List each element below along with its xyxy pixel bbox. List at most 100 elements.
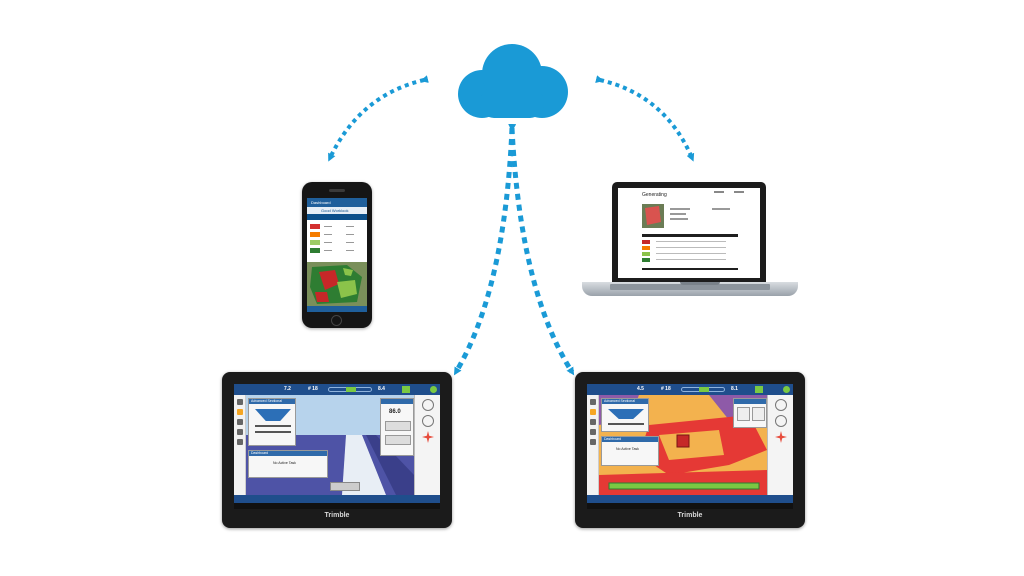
phone-title: Good Worklook [321, 208, 349, 213]
row-count-readout: # 18 [308, 386, 318, 392]
display-left-bottom-bar [234, 495, 440, 503]
zoom-icon[interactable] [775, 399, 787, 411]
rate-control-panel[interactable] [733, 398, 767, 428]
compass-icon[interactable] [422, 431, 434, 443]
dashboard-panel[interactable]: Dashboard No Active Task [601, 436, 659, 466]
phone-legend-row [310, 248, 364, 253]
display-right-screen: 4.5 # 18 8.1 Advanced Se [587, 384, 793, 509]
phone-field-map [307, 262, 367, 306]
dashboard-title: Dashboard [251, 451, 269, 455]
product-rate-tile[interactable] [752, 407, 765, 421]
laptop-table-swatch [642, 258, 650, 262]
display-left-status-bar: 7.2 # 18 8.4 [234, 384, 440, 395]
legend-swatch [310, 224, 320, 229]
panel-header [381, 399, 413, 404]
laptop-table-swatch [642, 246, 650, 250]
operator-icon [237, 419, 243, 425]
panel-header: Dashboard [602, 437, 658, 442]
laptop-text-line [670, 208, 690, 210]
boom-values [608, 423, 644, 425]
dashboard-panel[interactable]: Dashboard No Active Task [248, 450, 328, 478]
rate-readout: 8.1 [731, 386, 738, 392]
phone-table-header [307, 214, 367, 220]
row-count-readout: # 18 [661, 386, 671, 392]
phone-speaker [329, 189, 345, 192]
advanced-sectional-panel[interactable]: Advanced Sectional [601, 398, 649, 432]
rate-readout: 8.4 [378, 386, 385, 392]
phone-title-row: Good Worklook [307, 207, 367, 214]
legend-value [324, 234, 332, 235]
map-icon[interactable] [422, 415, 434, 427]
boom-values [255, 425, 291, 427]
legend-swatch [310, 248, 320, 253]
settings-icon [237, 429, 243, 435]
legend-value [346, 250, 354, 251]
phone-legend-row [310, 224, 364, 229]
legend-value [324, 242, 332, 243]
display-right-bottom-bar [587, 495, 793, 503]
boom-values [255, 431, 291, 433]
boom-diagram [255, 409, 291, 421]
smartphone: Dashboard Good Worklook [302, 182, 372, 328]
panel-header: Advanced Sectional [249, 399, 295, 404]
laptop-screen: Generating [618, 188, 760, 278]
compass-icon[interactable] [775, 431, 787, 443]
legend-value [346, 226, 354, 227]
laptop-trackpad-notch [680, 282, 720, 285]
section-active-indicator [699, 387, 709, 392]
arrow-cloud-right-display [509, 127, 575, 376]
phone-legend-row [310, 232, 364, 237]
panel-header: Dashboard [249, 451, 327, 456]
laptop-text-line [712, 208, 730, 210]
legend-value [324, 226, 332, 227]
view-icon [237, 439, 243, 445]
zoom-icon[interactable] [422, 399, 434, 411]
home-icon [590, 399, 596, 405]
product-rate-tile[interactable] [737, 407, 750, 421]
panel-title: Advanced Sectional [604, 399, 635, 403]
display-right-sidebar [587, 395, 599, 495]
laptop-report-heading: Generating [642, 192, 667, 198]
crop-icon [402, 386, 410, 393]
laptop-meta-line [734, 191, 744, 193]
rate-control-panel[interactable]: 86.0 [380, 398, 414, 456]
gps-status-icon [783, 386, 790, 393]
display-left-sidebar [234, 395, 246, 495]
laptop-table-rule [656, 247, 726, 248]
laptop-text-line [670, 218, 688, 220]
rate-adjust-button[interactable] [385, 435, 411, 445]
settings-icon [590, 429, 596, 435]
section-active-indicator [346, 387, 356, 392]
gps-status-icon [430, 386, 437, 393]
panel-title: Advanced Sectional [251, 399, 282, 403]
panel-header [734, 399, 766, 404]
legend-value [324, 250, 332, 251]
speed-readout: 4.5 [637, 386, 644, 392]
rate-adjust-button[interactable] [385, 421, 411, 431]
laptop-text-line [670, 213, 686, 215]
laptop-table-rule [656, 259, 726, 260]
operator-icon [590, 419, 596, 425]
arrow-cloud-phone [328, 75, 429, 162]
dashboard-title: Dashboard [604, 437, 622, 441]
advanced-sectional-panel[interactable]: Advanced Sectional [248, 398, 296, 446]
display-right-system-nav [587, 503, 793, 509]
panel-header: Advanced Sectional [602, 399, 648, 404]
rate-value: 86.0 [389, 409, 401, 415]
laptop-field-thumbnail [642, 204, 664, 228]
display-left-screen: 7.2 # 18 8.4 Advanced Sectional [234, 384, 440, 509]
steering-control[interactable] [330, 482, 360, 491]
display-left: 7.2 # 18 8.4 Advanced Sectional [222, 372, 452, 528]
display-right-status-bar: 4.5 # 18 8.1 [587, 384, 793, 395]
crop-icon [755, 386, 763, 393]
map-icon[interactable] [775, 415, 787, 427]
legend-value [346, 242, 354, 243]
no-active-task-label: No Active Task [616, 447, 639, 451]
phone-footer [307, 306, 367, 312]
home-icon [237, 399, 243, 405]
guidance-icon [237, 409, 243, 415]
display-right: 4.5 # 18 8.1 Advanced Se [575, 372, 805, 528]
arrow-cloud-laptop [595, 75, 695, 162]
laptop-table-header [642, 234, 738, 237]
